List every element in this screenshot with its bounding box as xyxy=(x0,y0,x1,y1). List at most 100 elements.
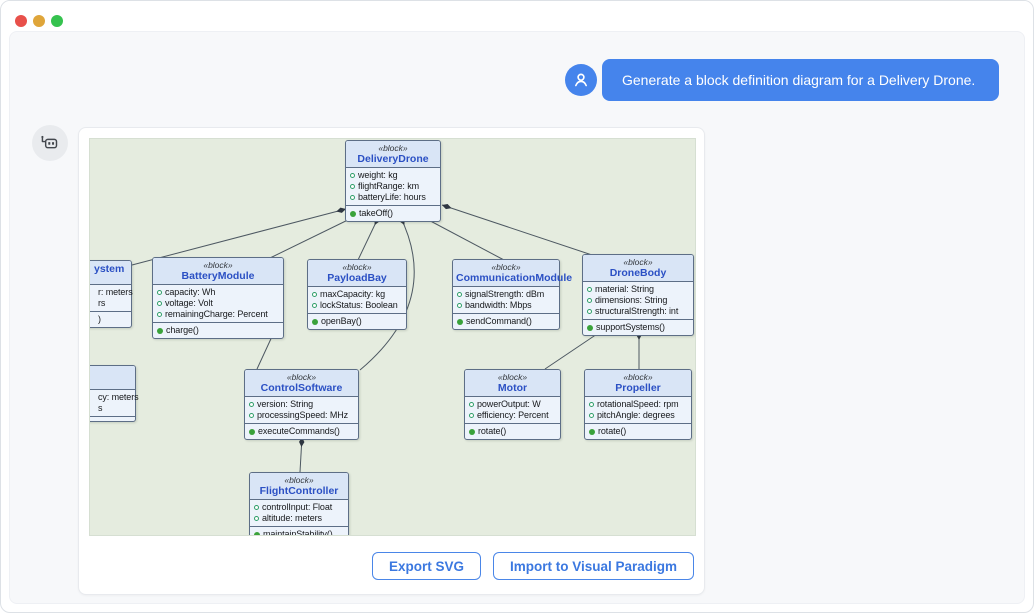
minimize-window-icon[interactable] xyxy=(33,15,45,27)
operation-row: openBay() xyxy=(312,316,402,327)
export-svg-button[interactable]: Export SVG xyxy=(372,552,481,580)
diagram-actions: Export SVG Import to Visual Paradigm xyxy=(372,552,694,580)
block-stereotype: «block» xyxy=(248,372,355,382)
block-name: ystem xyxy=(94,263,128,275)
block-payload-bay: «block»PayloadBaymaxCapacity: kglockStat… xyxy=(307,259,407,330)
block-name: DroneBody xyxy=(586,267,690,279)
block-header xyxy=(89,366,135,390)
attribute-row: voltage: Volt xyxy=(157,298,279,309)
operation-row: maintainStability() xyxy=(254,529,344,536)
operation-dot-icon xyxy=(587,325,593,331)
robot-icon xyxy=(37,130,63,156)
block-attrs-compartment: rotationalSpeed: rpmpitchAngle: degrees xyxy=(585,397,691,423)
block-ops-compartment: ) xyxy=(89,311,131,327)
attribute-circle-icon xyxy=(249,402,254,407)
operation-row-label: charge() xyxy=(166,325,199,336)
attribute-circle-icon xyxy=(469,402,474,407)
attribute-row: signalStrength: dBm xyxy=(457,289,555,300)
connector-drone-communicationmodule xyxy=(421,216,504,260)
attribute-row: r: meters xyxy=(89,287,127,298)
block-battery-module: «block»BatteryModulecapacity: Whvoltage:… xyxy=(152,257,284,339)
attribute-circle-icon xyxy=(457,292,462,297)
block-stereotype: «block» xyxy=(253,475,345,485)
block-flight-controller: «block»FlightController controlInput: Flo… xyxy=(249,472,349,536)
attribute-circle-icon xyxy=(254,505,259,510)
attribute-circle-icon xyxy=(589,413,594,418)
block-header: «block»BatteryModule xyxy=(153,258,283,285)
operation-row: executeCommands() xyxy=(249,426,354,437)
block-ops-compartment: maintainStability() xyxy=(250,526,348,536)
operation-row-label: rotate() xyxy=(478,426,506,437)
block-attrs-compartment: capacity: Whvoltage: VoltremainingCharge… xyxy=(153,285,283,322)
attribute-circle-icon xyxy=(157,312,162,317)
close-window-icon[interactable] xyxy=(15,15,27,27)
block-ops-compartment xyxy=(89,416,135,421)
block-name: FlightController xyxy=(253,485,345,497)
operation-row-label: supportSystems() xyxy=(596,322,665,333)
block-attrs-compartment: r: metersrs xyxy=(89,285,131,311)
block-delivery-drone: «block»DeliveryDroneweight: kgflightRang… xyxy=(345,140,441,222)
attribute-circle-icon xyxy=(157,290,162,295)
attribute-row: lockStatus: Boolean xyxy=(312,300,402,311)
attribute-row-label: efficiency: Percent xyxy=(477,410,548,421)
attribute-row: maxCapacity: kg xyxy=(312,289,402,300)
attribute-row: cy: meters xyxy=(89,392,131,403)
connector-drone-payloadbay xyxy=(358,216,379,260)
block-name: Propeller xyxy=(588,382,688,394)
block-attrs-compartment: cy: meterss xyxy=(89,390,135,416)
block-attrs-compartment: weight: kgflightRange: kmbatteryLife: ho… xyxy=(346,168,440,205)
attribute-row: material: String xyxy=(587,284,689,295)
attribute-circle-icon xyxy=(587,309,592,314)
attribute-row-label: bandwidth: Mbps xyxy=(465,300,532,311)
operation-row-label: openBay() xyxy=(321,316,362,327)
attribute-row: s xyxy=(89,403,131,414)
attribute-circle-icon xyxy=(589,402,594,407)
operation-row-label: sendCommand() xyxy=(466,316,532,327)
diagram-card: «block»DeliveryDroneweight: kgflightRang… xyxy=(78,127,705,595)
block-stereotype: «block» xyxy=(588,372,688,382)
person-icon xyxy=(570,69,592,91)
block-attrs-compartment: controlInput: Floataltitude: meters xyxy=(250,500,348,526)
block-header: «block»Motor xyxy=(465,370,560,397)
operation-dot-icon xyxy=(254,532,260,537)
operation-row: sendCommand() xyxy=(457,316,555,327)
user-message-bubble: Generate a block definition diagram for … xyxy=(602,59,999,101)
attribute-row-label: controlInput: Float xyxy=(262,502,332,513)
block-name: CommunicationModule xyxy=(456,272,556,284)
maximize-window-icon[interactable] xyxy=(51,15,63,27)
attribute-row-label: lockStatus: Boolean xyxy=(320,300,398,311)
block-header: «block»ControlSoftware xyxy=(245,370,358,397)
attribute-circle-icon xyxy=(350,184,355,189)
attribute-circle-icon xyxy=(249,413,254,418)
attribute-row-label: signalStrength: dBm xyxy=(465,289,544,300)
block-name: Motor xyxy=(468,382,557,394)
attribute-row-label: altitude: meters xyxy=(262,513,322,524)
attribute-row: powerOutput: W xyxy=(469,399,556,410)
attribute-row-label: dimensions: String xyxy=(595,295,667,306)
block-partial-system: ystem r: metersrs) xyxy=(89,260,132,328)
attribute-row: version: String xyxy=(249,399,354,410)
attribute-row: flightRange: km xyxy=(350,181,436,192)
block-attrs-compartment: version: StringprocessingSpeed: MHz xyxy=(245,397,358,423)
attribute-circle-icon xyxy=(254,516,259,521)
bot-avatar xyxy=(32,125,68,161)
attribute-circle-icon xyxy=(350,173,355,178)
attribute-circle-icon xyxy=(312,303,317,308)
attribute-row-label: capacity: Wh xyxy=(165,287,215,298)
block-header: «block»DeliveryDrone xyxy=(346,141,440,168)
block-header: «block»Propeller xyxy=(585,370,691,397)
block-attrs-compartment: signalStrength: dBmbandwidth: Mbps xyxy=(453,287,559,313)
block-ops-compartment: executeCommands() xyxy=(245,423,358,439)
block-stereotype: «block» xyxy=(586,257,690,267)
attribute-row: capacity: Wh xyxy=(157,287,279,298)
import-visual-paradigm-button[interactable]: Import to Visual Paradigm xyxy=(493,552,694,580)
block-header: «block»CommunicationModule xyxy=(453,260,559,287)
attribute-row-label: flightRange: km xyxy=(358,181,419,192)
block-ops-compartment: openBay() xyxy=(308,313,406,329)
block-stereotype: «block» xyxy=(468,372,557,382)
attribute-row: weight: kg xyxy=(350,170,436,181)
block-name: PayloadBay xyxy=(311,272,403,284)
attribute-row: efficiency: Percent xyxy=(469,410,556,421)
operation-row: takeOff() xyxy=(350,208,436,219)
block-drone-body: «block»DroneBody material: Stringdimensio… xyxy=(582,254,694,336)
